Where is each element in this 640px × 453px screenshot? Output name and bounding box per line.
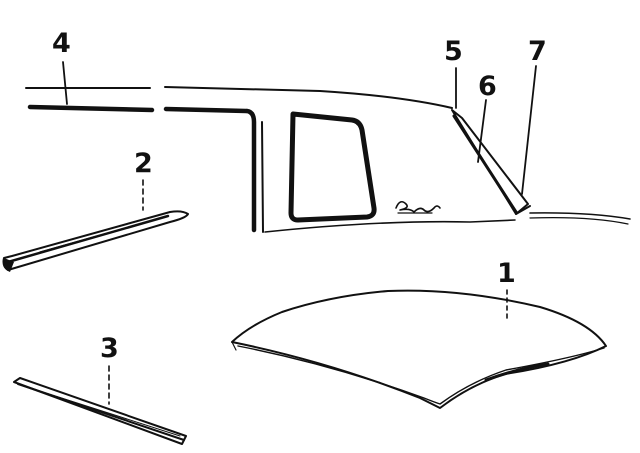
callout-2: 2	[134, 148, 153, 179]
rear-pillar-molding	[451, 109, 531, 215]
quarter-window	[288, 111, 377, 223]
callout-7: 7	[528, 36, 547, 67]
callout-3: 3	[100, 333, 119, 364]
callout-5: 5	[444, 36, 463, 67]
leader-lines	[62, 61, 537, 405]
car-body-outline	[25, 86, 631, 233]
callout-6: 6	[478, 71, 497, 102]
roof-rail-weatherstrip	[2, 210, 189, 272]
emblem-script	[395, 200, 441, 214]
callout-1: 1	[497, 258, 516, 289]
callout-4: 4	[52, 28, 71, 59]
drip-molding	[13, 377, 187, 445]
roof-panel	[231, 289, 607, 409]
